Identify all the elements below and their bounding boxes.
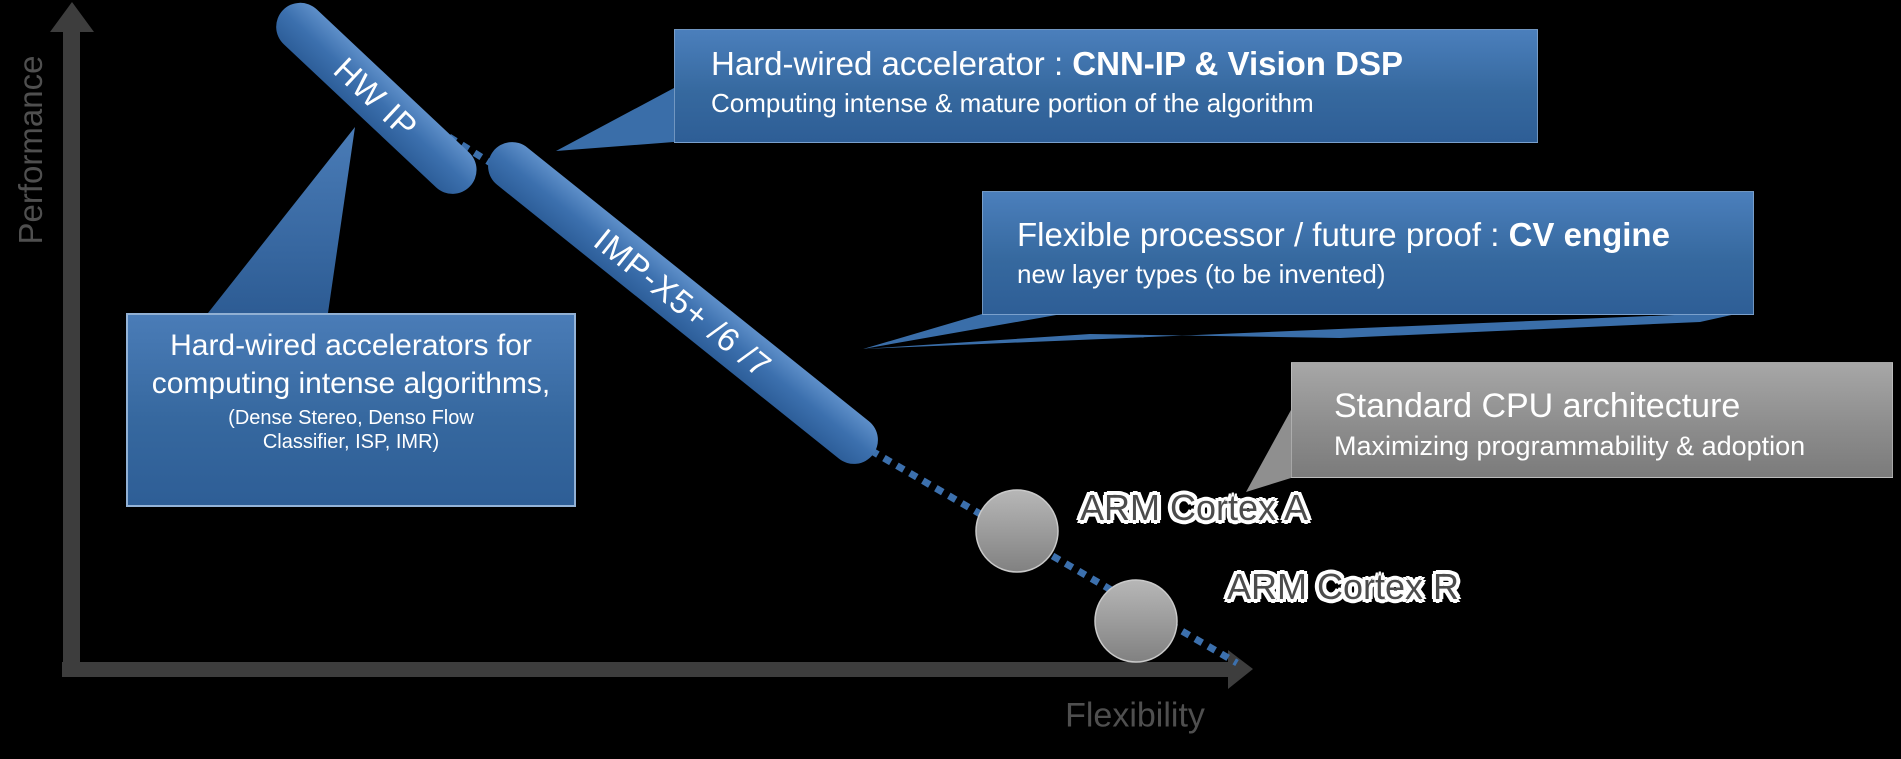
hwip-bar-shape <box>276 2 477 194</box>
y-axis-shaft <box>63 26 80 676</box>
cv-callout-tail-swoosh <box>863 312 1745 349</box>
y-axis <box>50 2 94 676</box>
x-axis <box>62 650 1253 689</box>
callout-cnn-ip: Hard-wired accelerator : CNN-IP & Vision… <box>674 29 1538 143</box>
callout-hard-wired: Hard-wired accelerators for computing in… <box>126 313 576 507</box>
arm-cortex-a-label: ARM Cortex A <box>1080 487 1309 528</box>
callout-cnn-title-bold: CNN-IP & Vision DSP <box>1072 45 1403 82</box>
imp-bar-label: IMP-X5+ /6 /7 <box>587 221 778 385</box>
x-axis-arrowhead <box>1228 650 1253 689</box>
callout-cpu-subtitle: Maximizing programmability & adoption <box>1334 430 1806 461</box>
cnn-callout-tail <box>556 88 674 151</box>
callout-cv-engine: Flexible processor / future proof : CV e… <box>982 191 1754 315</box>
imp-bar-shape <box>488 142 878 464</box>
callout-standard-cpu: Standard CPU architecture Maximizing pro… <box>1291 362 1893 478</box>
callout-hw-title: Hard-wired accelerators for computing in… <box>151 329 551 401</box>
callout-cv-subtitle: new layer types (to be invented) <box>1017 259 1386 290</box>
callout-cv-title-bold: CV engine <box>1508 216 1670 253</box>
callout-cpu-title: Standard CPU architecture <box>1334 387 1741 425</box>
callout-hw-subtitle: (Dense Stereo, Denso Flow Classifier, IS… <box>228 407 474 454</box>
flexibility-axis-label: Flexibility <box>1065 696 1205 735</box>
callout-cv-title-prefix: Flexible processor / future proof : <box>1017 216 1509 253</box>
y-axis-arrowhead <box>50 2 94 32</box>
callout-cnn-subtitle: Computing intense & mature portion of th… <box>711 88 1314 119</box>
x-axis-shaft <box>62 662 1232 677</box>
cortex-r-circle <box>1094 579 1178 663</box>
dotted-connector-bars <box>447 134 509 176</box>
callout-cnn-title: Hard-wired accelerator : CNN-IP & Vision… <box>711 43 1537 84</box>
callout-cv-title: Flexible processor / future proof : CV e… <box>1017 214 1753 255</box>
callout-cnn-title-prefix: Hard-wired accelerator : <box>711 45 1073 82</box>
performance-axis-label: Performance <box>12 55 49 245</box>
cpu-callout-tail <box>1246 410 1291 492</box>
cv-callout-tail-left <box>863 314 1062 349</box>
hw-callout-tail <box>208 127 355 313</box>
hwip-bar: HW IP <box>276 2 477 194</box>
arm-cortex-r-label: ARM Cortex R <box>1227 566 1460 607</box>
cortex-a-circle <box>975 489 1059 573</box>
